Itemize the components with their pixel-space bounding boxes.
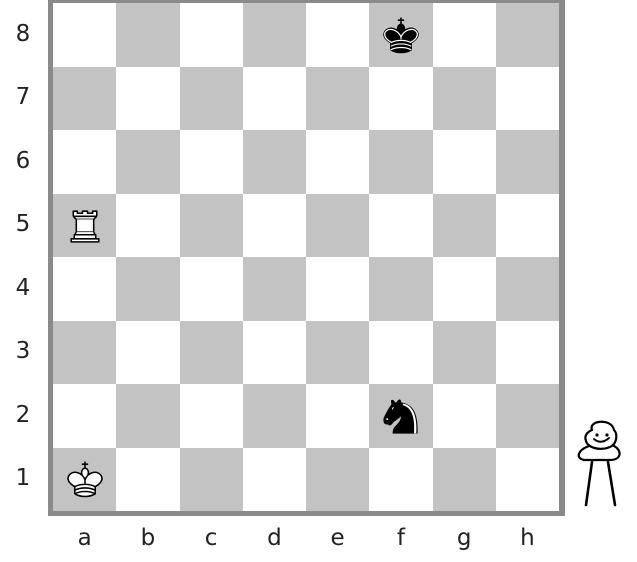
square-a3[interactable]	[53, 321, 116, 385]
square-a2[interactable]	[53, 384, 116, 448]
square-h5[interactable]	[496, 194, 559, 258]
square-d6[interactable]	[243, 130, 306, 194]
rank-label-6: 6	[10, 150, 36, 173]
square-e4[interactable]	[306, 257, 369, 321]
file-label-f: f	[386, 527, 416, 550]
square-e2[interactable]	[306, 384, 369, 448]
square-h4[interactable]	[496, 257, 559, 321]
white-rook-icon[interactable]	[62, 202, 108, 248]
square-c5[interactable]	[180, 194, 243, 258]
square-b6[interactable]	[116, 130, 179, 194]
square-b1[interactable]	[116, 448, 179, 512]
square-a4[interactable]	[53, 257, 116, 321]
square-b7[interactable]	[116, 67, 179, 131]
square-g5[interactable]	[433, 194, 496, 258]
square-h6[interactable]	[496, 130, 559, 194]
square-d2[interactable]	[243, 384, 306, 448]
file-label-c: c	[196, 527, 226, 550]
square-e8[interactable]	[306, 3, 369, 67]
square-f5[interactable]	[369, 194, 432, 258]
square-g2[interactable]	[433, 384, 496, 448]
file-label-h: h	[512, 527, 542, 550]
square-g8[interactable]	[433, 3, 496, 67]
square-c8[interactable]	[180, 3, 243, 67]
square-g3[interactable]	[433, 321, 496, 385]
square-h8[interactable]	[496, 3, 559, 67]
square-d1[interactable]	[243, 448, 306, 512]
square-d3[interactable]	[243, 321, 306, 385]
square-c1[interactable]	[180, 448, 243, 512]
rank-label-4: 4	[10, 277, 36, 300]
square-h1[interactable]	[496, 448, 559, 512]
square-e5[interactable]	[306, 194, 369, 258]
square-h3[interactable]	[496, 321, 559, 385]
square-a1[interactable]	[53, 448, 116, 512]
rank-label-3: 3	[10, 340, 36, 363]
square-f3[interactable]	[369, 321, 432, 385]
square-h2[interactable]	[496, 384, 559, 448]
square-c2[interactable]	[180, 384, 243, 448]
square-d5[interactable]	[243, 194, 306, 258]
square-a8[interactable]	[53, 3, 116, 67]
square-f4[interactable]	[369, 257, 432, 321]
rank-label-2: 2	[10, 404, 36, 427]
square-d7[interactable]	[243, 67, 306, 131]
square-f1[interactable]	[369, 448, 432, 512]
square-e3[interactable]	[306, 321, 369, 385]
square-a5[interactable]	[53, 194, 116, 258]
file-label-d: d	[259, 527, 289, 550]
chessboard-frame	[48, 0, 565, 516]
file-label-g: g	[449, 527, 479, 550]
square-b2[interactable]	[116, 384, 179, 448]
square-c3[interactable]	[180, 321, 243, 385]
square-h7[interactable]	[496, 67, 559, 131]
file-label-a: a	[70, 527, 100, 550]
square-d4[interactable]	[243, 257, 306, 321]
square-c4[interactable]	[180, 257, 243, 321]
square-d8[interactable]	[243, 3, 306, 67]
black-king-icon[interactable]	[378, 12, 424, 58]
black-knight-icon[interactable]	[378, 393, 424, 439]
square-c7[interactable]	[180, 67, 243, 131]
square-c6[interactable]	[180, 130, 243, 194]
rank-label-8: 8	[10, 23, 36, 46]
square-f7[interactable]	[369, 67, 432, 131]
square-g7[interactable]	[433, 67, 496, 131]
square-g4[interactable]	[433, 257, 496, 321]
square-e6[interactable]	[306, 130, 369, 194]
square-f8[interactable]	[369, 3, 432, 67]
rank-label-1: 1	[10, 467, 36, 490]
file-label-b: b	[133, 527, 163, 550]
square-b5[interactable]	[116, 194, 179, 258]
file-label-e: e	[323, 527, 353, 550]
square-b8[interactable]	[116, 3, 179, 67]
square-f2[interactable]	[369, 384, 432, 448]
square-g6[interactable]	[433, 130, 496, 194]
square-g1[interactable]	[433, 448, 496, 512]
square-e1[interactable]	[306, 448, 369, 512]
square-b4[interactable]	[116, 257, 179, 321]
square-e7[interactable]	[306, 67, 369, 131]
square-f6[interactable]	[369, 130, 432, 194]
square-b3[interactable]	[116, 321, 179, 385]
square-a7[interactable]	[53, 67, 116, 131]
white-king-icon[interactable]	[62, 456, 108, 502]
smiley-stick-figure-icon	[570, 420, 630, 515]
square-a6[interactable]	[53, 130, 116, 194]
chessboard	[53, 3, 559, 511]
rank-label-7: 7	[10, 86, 36, 109]
rank-label-5: 5	[10, 213, 36, 236]
